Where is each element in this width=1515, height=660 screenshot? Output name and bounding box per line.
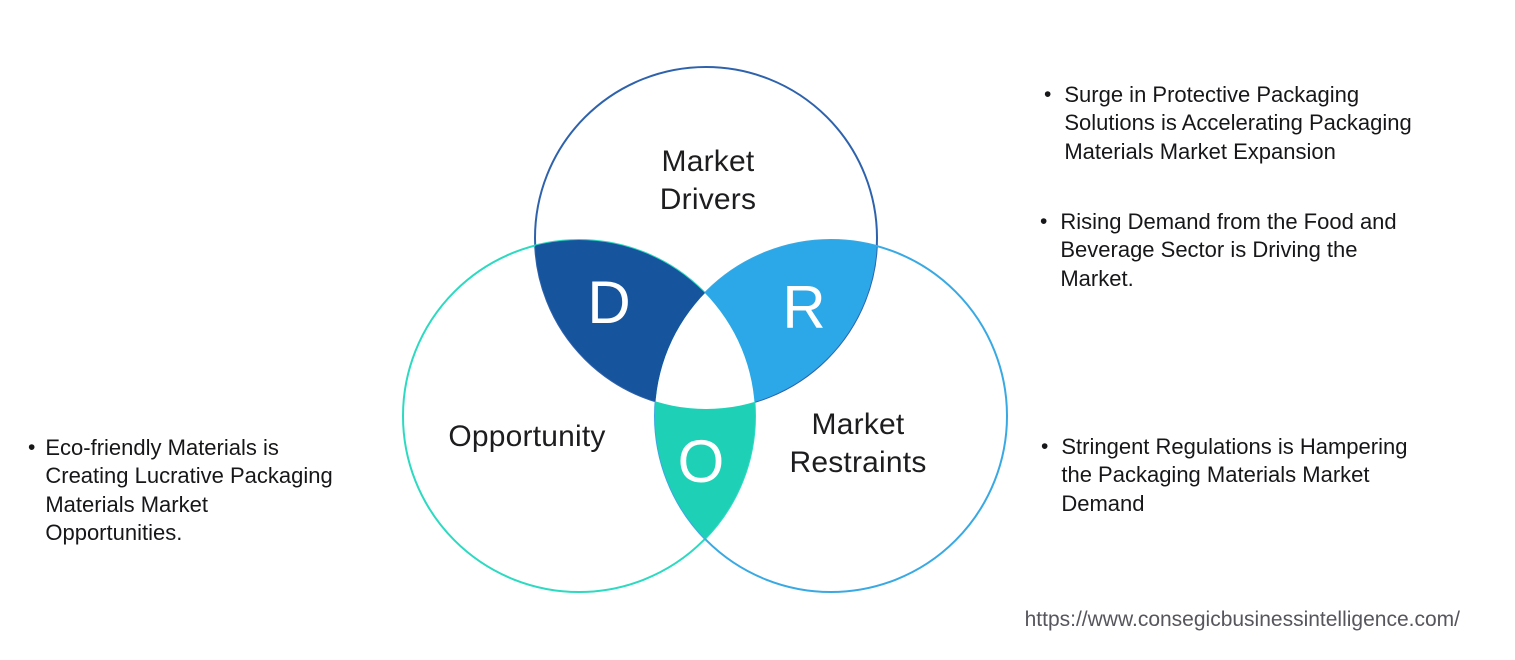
note-driver-2: • Rising Demand from the Food and Bevera… xyxy=(1040,208,1397,293)
footer-url: https://www.consegicbusinessintelligence… xyxy=(1024,608,1460,631)
note-restraint-1: • Stringent Regulations is Hampering the… xyxy=(1041,433,1407,518)
restraints-label: Market Restraints xyxy=(789,408,927,479)
opportunity-label: Opportunity xyxy=(448,420,606,453)
note-text: Eco-friendly Materials is Creating Lucra… xyxy=(45,435,333,545)
note-text: Rising Demand from the Food and Beverage… xyxy=(1060,209,1397,291)
note-driver-1: • Surge in Protective Packaging Solution… xyxy=(1044,81,1412,166)
note-text: Stringent Regulations is Hampering the P… xyxy=(1061,434,1408,516)
drivers-label: Market Drivers xyxy=(659,145,757,216)
note-text: Surge in Protective Packaging Solutions … xyxy=(1064,82,1412,164)
note-opportunity: • Eco-friendly Materials is Creating Luc… xyxy=(28,434,333,547)
overlap-d-region xyxy=(535,240,755,409)
bullet-icon: • xyxy=(1044,83,1052,106)
overlap-r-region xyxy=(655,240,877,409)
letter-r: R xyxy=(782,274,826,341)
bullet-icon: • xyxy=(1041,435,1049,458)
bullet-icon: • xyxy=(28,436,36,459)
letter-d: D xyxy=(587,269,631,336)
bullet-icon: • xyxy=(1040,210,1048,233)
letter-o: O xyxy=(677,428,725,495)
